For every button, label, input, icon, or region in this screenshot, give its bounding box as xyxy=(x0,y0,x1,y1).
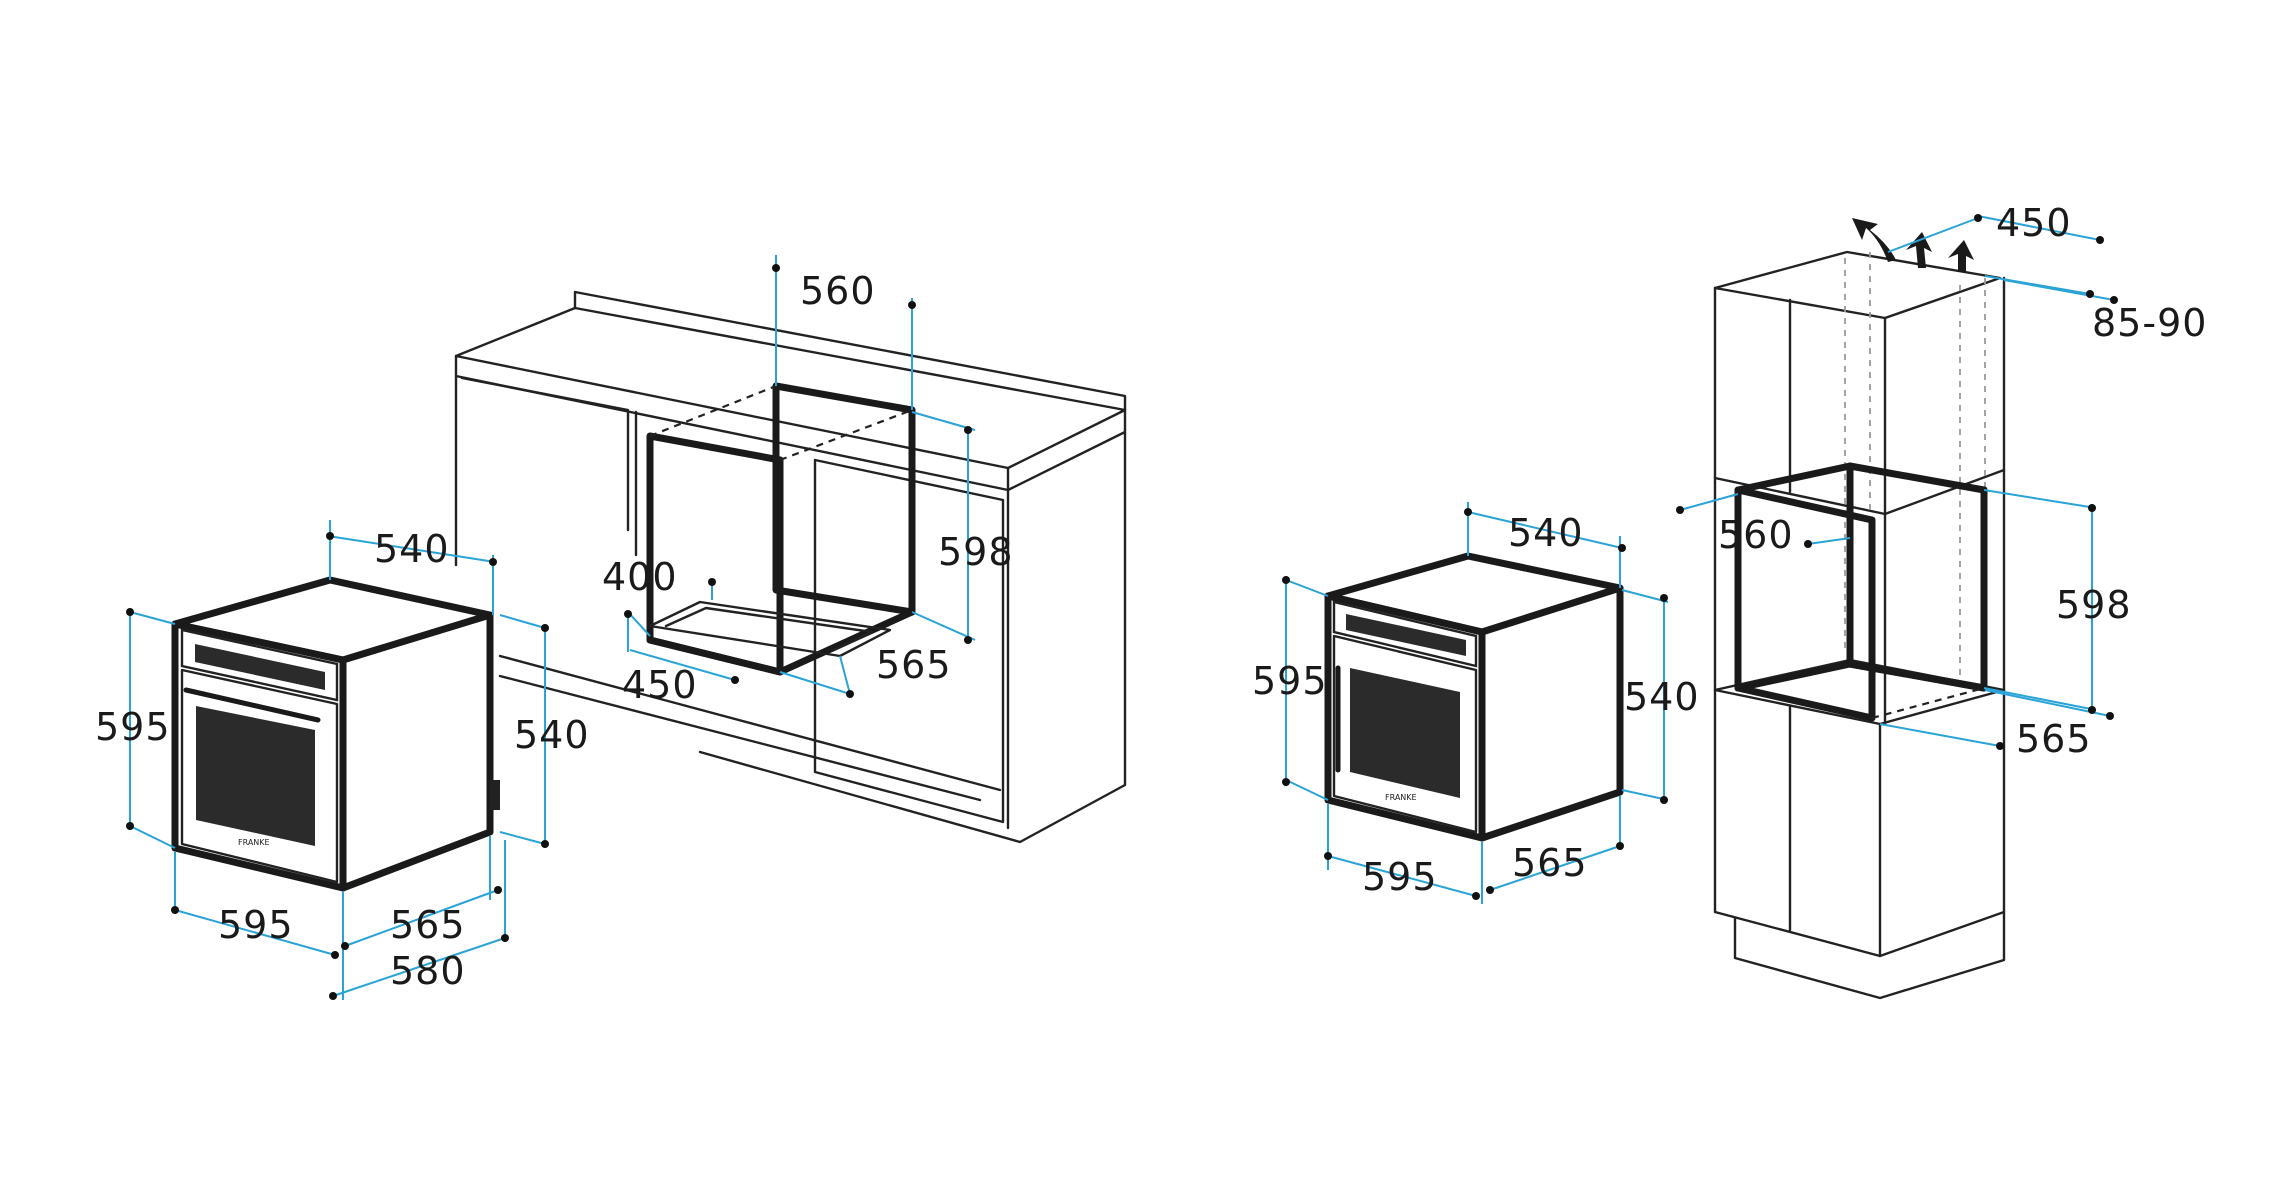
left-niche-width-label: 560 xyxy=(800,269,876,313)
vent-arrow-icon xyxy=(1948,240,1974,272)
vent-arrow-icon xyxy=(1906,232,1932,268)
left-oven-width-label: 595 xyxy=(218,903,294,947)
right-oven-depth-label: 565 xyxy=(1512,841,1588,885)
left-oven-body-height-label: 540 xyxy=(514,713,590,757)
oven-brand-logo: FRANKE xyxy=(1385,793,1417,802)
right-oven: FRANKE xyxy=(1324,552,1624,842)
right-cabinet-niche-height-label: 598 xyxy=(2056,583,2132,627)
left-oven: FRANKE xyxy=(171,576,500,892)
left-niche-vent-width-label: 450 xyxy=(622,663,698,707)
right-oven-width-label: 595 xyxy=(1362,855,1438,899)
dimension-labels: 595 540 540 595 565 580 560 598 400 450 … xyxy=(95,201,2207,993)
dimension-lines xyxy=(129,215,2115,1000)
dimension-dots xyxy=(126,214,2118,1000)
right-oven-body-height-label: 540 xyxy=(1624,675,1700,719)
right-cabinet-vent-width-label: 450 xyxy=(1996,201,2072,245)
vent-arrow-icon xyxy=(1852,218,1896,262)
left-niche-vent-depth-label: 400 xyxy=(602,555,678,599)
right-cabinet-vent-gap-label: 85-90 xyxy=(2092,301,2207,345)
right-cabinet-niche-depth-label: 565 xyxy=(2016,717,2092,761)
left-oven-body-width-label: 540 xyxy=(374,527,450,571)
left-oven-depth-total-label: 580 xyxy=(390,949,466,993)
right-cabinet-niche-width-label: 560 xyxy=(1718,513,1794,557)
left-counter-cabinet xyxy=(454,290,1127,844)
left-niche-depth-label: 565 xyxy=(876,643,952,687)
right-oven-body-width-label: 540 xyxy=(1508,511,1584,555)
left-niche-height-label: 598 xyxy=(938,530,1014,574)
left-oven-height-label: 595 xyxy=(95,705,171,749)
left-oven-depth-body-label: 565 xyxy=(390,903,466,947)
right-oven-height-label: 595 xyxy=(1252,659,1328,703)
oven-brand-logo: FRANKE xyxy=(238,838,270,847)
right-tall-cabinet xyxy=(1713,218,2006,1000)
